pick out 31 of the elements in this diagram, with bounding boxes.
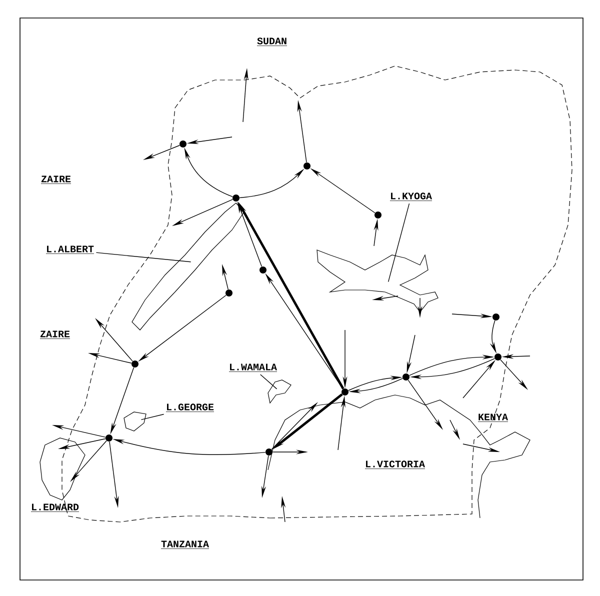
lake-name: L.KYOGA [390, 192, 432, 201]
leader-line [260, 374, 278, 390]
lake-name: L.WAMALA [228, 364, 278, 372]
dot [132, 360, 138, 368]
dot [266, 448, 272, 456]
place-name: L.VICTORIA [364, 460, 426, 469]
place-name: SUDAN [256, 38, 288, 46]
dot [304, 162, 310, 170]
dot [226, 290, 232, 296]
dot [260, 266, 266, 274]
lake-outline [316, 250, 438, 312]
dot [402, 374, 410, 380]
place-name: ZAIRE [40, 176, 72, 184]
leader-line [96, 252, 192, 262]
place-name: L.EDWARD [30, 504, 80, 512]
lake-name: L.GEORGE [166, 404, 214, 412]
dot [342, 388, 348, 396]
dot [106, 434, 112, 442]
dot [374, 212, 382, 218]
place-name: ZAIRE [40, 330, 70, 339]
dot [492, 314, 500, 320]
dot [232, 194, 240, 202]
leader-line [388, 203, 410, 282]
lake-outline [132, 202, 244, 330]
dot [180, 140, 186, 148]
leader-line [140, 414, 164, 420]
lake-name: L.ALBERT [46, 246, 94, 254]
place-name: TANZANIA [160, 540, 210, 549]
lake-outline [124, 412, 146, 432]
dot [494, 354, 502, 360]
place-name: KENYA [478, 414, 508, 422]
